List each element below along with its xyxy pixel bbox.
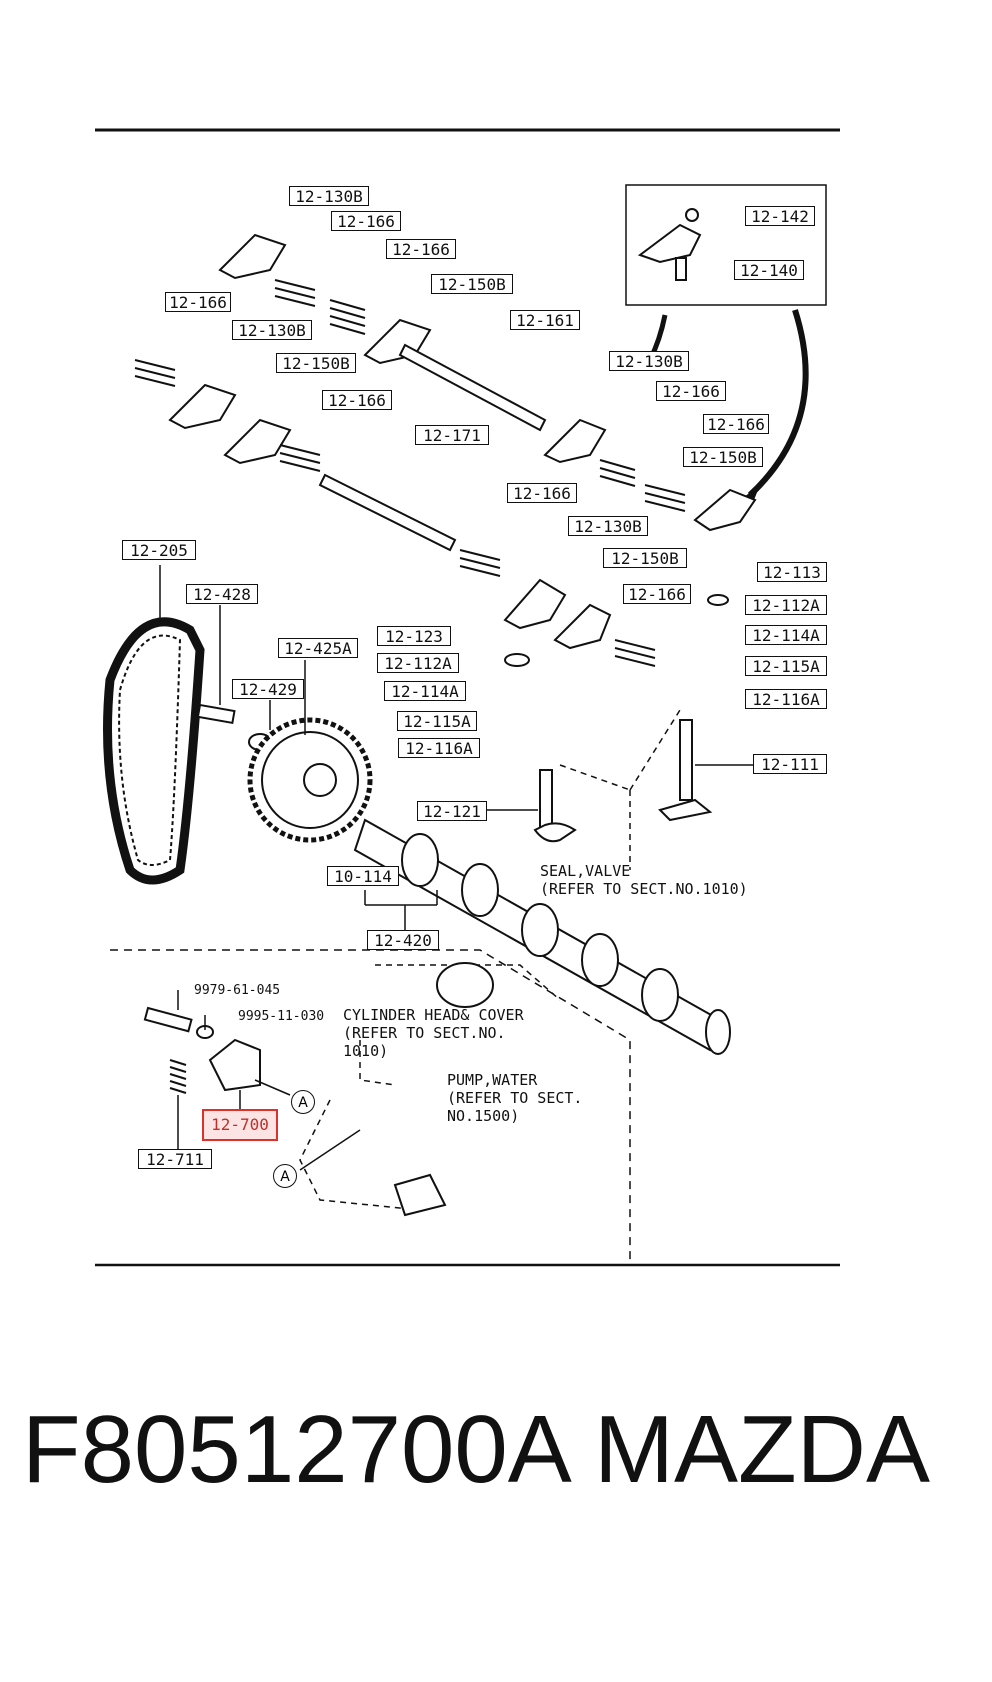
label-12-142: 12-142: [745, 206, 815, 226]
oil-cap: [436, 962, 494, 1008]
footer-part-number: F80512700A: [22, 1396, 572, 1503]
head-outline: [110, 949, 631, 1265]
label-12-116A-r: 12-116A: [745, 689, 827, 709]
label-12-711: 12-711: [138, 1149, 212, 1169]
label-12-112A-r: 12-112A: [745, 595, 827, 615]
label-12-130B-c: 12-130B: [609, 351, 689, 371]
label-12-123: 12-123: [377, 626, 451, 646]
label-12-116A-l: 12-116A: [398, 738, 480, 758]
label-10-114: 10-114: [327, 866, 399, 886]
seal-leader: [559, 709, 681, 870]
label-12-130B-d: 12-130B: [568, 516, 648, 536]
label-12-121: 12-121: [417, 801, 487, 821]
label-12-700-highlighted: 12-700: [202, 1109, 278, 1141]
valve-springs: [134, 279, 686, 667]
note-cylinder-head: CYLINDER HEAD& COVER (REFER TO SECT.NO. …: [343, 1006, 524, 1060]
callout-a-lower: A: [273, 1164, 297, 1188]
note-pump-water: PUMP,WATER (REFER TO SECT. NO.1500): [447, 1071, 583, 1125]
inset-box: [625, 184, 827, 306]
label-12-130B-a: 12-130B: [289, 186, 369, 206]
label-12-166-d: 12-166: [322, 390, 392, 410]
footer-caption: F80512700A MAZDA: [22, 1395, 972, 1505]
camshaft-pulley: [247, 717, 373, 843]
inset-rocker-arm: [637, 208, 702, 281]
label-12-150B-a: 12-150B: [431, 274, 513, 294]
label-12-130B-b: 12-130B: [232, 320, 312, 340]
label-12-420: 12-420: [367, 930, 439, 950]
note-seal-valve: SEAL,VALVE (REFER TO SECT.NO.1010): [540, 862, 748, 898]
tensioner: [143, 1006, 447, 1217]
leader-lines: [159, 565, 755, 1171]
label-12-112A-l: 12-112A: [377, 653, 459, 673]
label-12-161: 12-161: [510, 310, 580, 330]
label-12-113: 12-113: [757, 562, 827, 582]
label-12-166-g: 12-166: [507, 483, 577, 503]
label-12-166-c: 12-166: [165, 292, 231, 312]
label-12-166-e: 12-166: [656, 381, 726, 401]
valves: [504, 594, 729, 843]
label-12-171: 12-171: [415, 425, 489, 445]
bolt-part-number-2: 9995-11-030: [238, 1009, 325, 1024]
label-12-166-b: 12-166: [386, 239, 456, 259]
label-12-166-f: 12-166: [703, 414, 769, 434]
label-12-166-h: 12-166: [623, 584, 691, 604]
label-12-205: 12-205: [122, 540, 196, 560]
label-12-111: 12-111: [753, 754, 827, 774]
label-12-150B-b: 12-150B: [276, 353, 356, 373]
rocker-assembly: [168, 233, 757, 650]
rocker-shafts: [318, 343, 547, 552]
label-12-115A-r: 12-115A: [745, 656, 827, 676]
label-12-114A-r: 12-114A: [745, 625, 827, 645]
label-12-140: 12-140: [734, 260, 804, 280]
camshaft: [353, 818, 731, 1055]
label-12-115A-l: 12-115A: [397, 711, 477, 731]
label-12-166-a: 12-166: [331, 211, 401, 231]
label-12-428: 12-428: [186, 584, 258, 604]
label-12-150B-d: 12-150B: [603, 548, 687, 568]
cover-outline: [299, 964, 561, 1211]
label-12-114A-l: 12-114A: [384, 681, 466, 701]
timing-belt: [103, 617, 205, 885]
footer-brand: MAZDA: [594, 1396, 930, 1503]
callout-a-upper: A: [291, 1090, 315, 1114]
label-12-150B-c: 12-150B: [683, 447, 763, 467]
inset-arrow-right: [747, 309, 809, 498]
label-12-429: 12-429: [232, 679, 304, 699]
timing-belt-inner: [118, 634, 182, 866]
bolt-part-number-1: 9979-61-045: [194, 983, 281, 998]
label-12-425A: 12-425A: [278, 638, 358, 658]
